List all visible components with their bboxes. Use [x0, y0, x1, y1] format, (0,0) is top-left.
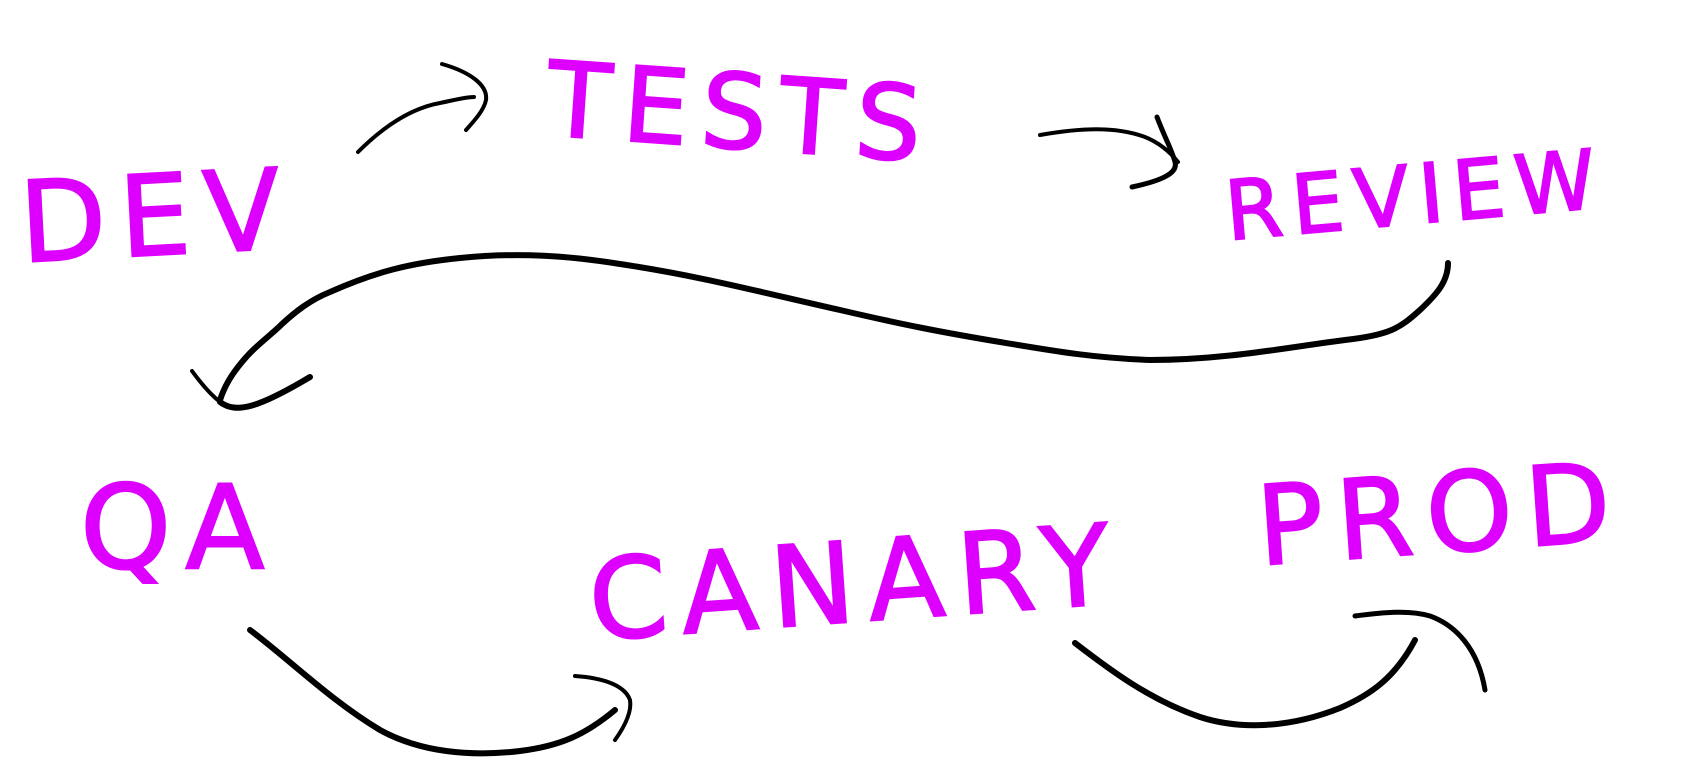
arrow-review-to-qa: [190, 252, 1451, 411]
arrow-canary-to-prod: [1072, 609, 1488, 729]
stage-tests: TESTS: [542, 38, 938, 187]
stage-canary: CANARY: [585, 500, 1128, 667]
arrow-tests-to-review: [1038, 114, 1180, 190]
stage-dev: DEV: [17, 145, 297, 289]
arrow-dev-to-tests: [356, 62, 489, 154]
stage-prod: PROD: [1253, 438, 1628, 591]
stage-qa: QA: [80, 461, 279, 596]
stage-review: REVIEW: [1221, 132, 1609, 260]
arrow-qa-to-canary: [247, 627, 633, 757]
